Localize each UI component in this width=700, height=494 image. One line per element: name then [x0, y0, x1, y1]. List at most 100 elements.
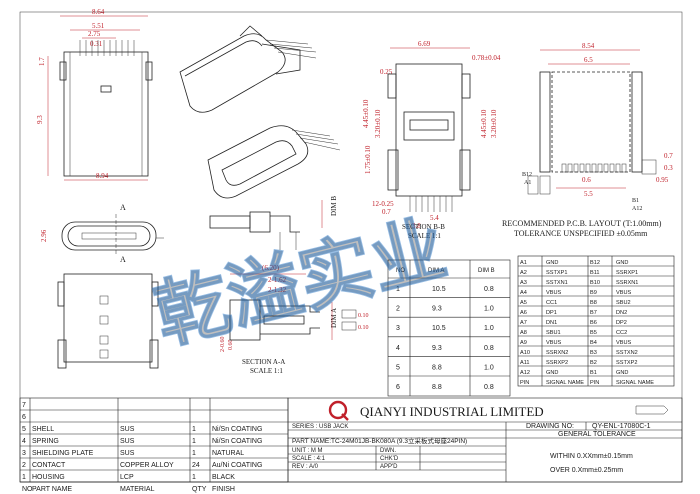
- bom-cell: 7: [22, 402, 26, 409]
- pin-table-cell: SBU1: [546, 330, 561, 336]
- dim-table-cell: 1.0: [484, 325, 494, 332]
- pin-table-cell: B9: [590, 290, 597, 296]
- dim-031: 0.31: [90, 40, 103, 48]
- pin-table-cell: DN1: [546, 320, 557, 326]
- dim-table-cell: 6: [396, 384, 400, 391]
- dim-table-cell: 4: [396, 345, 400, 352]
- aa-dim-162: 2-1.62: [268, 276, 287, 284]
- bom-cell: Ni/Sn COATING: [212, 426, 262, 433]
- dim-b-label-side: DIM B: [330, 196, 338, 216]
- pin-table-cell: B4: [590, 340, 597, 346]
- dim-894: 8.94: [96, 172, 109, 180]
- dim-54: 5.4: [430, 214, 439, 222]
- bom-cell: 4: [22, 438, 26, 445]
- dim-275: 2.75: [88, 30, 101, 38]
- dim-12-025: 12-0.25: [372, 200, 394, 208]
- dim-table-cell: 0.8: [484, 286, 494, 293]
- pin-table-cell: VBUS: [616, 340, 632, 346]
- bom-cell: SUS: [120, 426, 135, 433]
- section-bb: 6.69 0.78±0.04 0.25 4.45±0.10 3.20±0.10 …: [362, 40, 501, 240]
- dim-320-right: 3.20±0.10: [490, 109, 498, 138]
- pin-table-cell: B12: [590, 260, 600, 266]
- scale: SCALE : 4:1: [292, 456, 326, 462]
- section-mark-a-bottom: A: [120, 255, 126, 264]
- pin-table-cell: A5: [520, 300, 527, 306]
- pin-table-cell: GND: [546, 260, 558, 266]
- section-bb-title: SECTION B-B: [402, 223, 445, 231]
- pin-table-cell: A3: [520, 280, 527, 286]
- section-bb-scale: SCALE 1:1: [408, 232, 441, 240]
- aa-dim-132: 2-1.32: [268, 286, 287, 294]
- pin-table-cell: A2: [520, 270, 527, 276]
- pcb-dim-07: 0.7: [664, 152, 673, 160]
- front-view: A A 2.96: [40, 203, 164, 264]
- pin-table-cell: SSRXP1: [616, 270, 638, 276]
- section-aa-scale: SCALE 1:1: [250, 367, 283, 375]
- isometric-views: [179, 25, 341, 199]
- pin-table-cell: A11: [520, 360, 530, 366]
- dim-table-cell: 8.8: [432, 384, 442, 391]
- pin-table-cell: B11: [590, 270, 600, 276]
- dim-table-cell: 3: [396, 325, 400, 332]
- pin-table-cell: B8: [590, 300, 597, 306]
- pin-table-cell: SSTXN2: [616, 350, 638, 356]
- watermark-text: 乾溢实业: [147, 206, 454, 358]
- dim-table-cell: 8.8: [432, 364, 442, 371]
- pcb-label-a12: A12: [632, 206, 642, 212]
- title-block: QIANYI INDUSTRIAL LIMITED DRAWING NO: QY…: [287, 397, 683, 483]
- dim-93: 9.3: [36, 115, 44, 124]
- pin-table-cell: B1: [590, 370, 597, 376]
- pin-table-cell: A1: [520, 260, 527, 266]
- pcb-tolerance: TOLERANCE UNSPECIFIED ±0.05mm: [514, 229, 648, 238]
- projection-symbol-icon: [635, 405, 669, 415]
- company-logo-icon: [328, 400, 349, 421]
- dim-296: 2.96: [40, 229, 48, 242]
- dim-table-header-no: NO: [396, 268, 405, 274]
- pcb-layout-title: RECOMMENDED P.C.B. LAYOUT (T:1.00mm): [502, 219, 662, 228]
- side-view: [57, 273, 159, 369]
- dim-table-cell: 1.0: [484, 364, 494, 371]
- dim-078: 0.78±0.04: [472, 54, 501, 62]
- section-mark-a-top: A: [120, 203, 126, 212]
- dim-175: 1.75±0.10: [364, 145, 372, 174]
- pcb-label-b12: B12: [522, 172, 532, 178]
- bom-cell: SPRING: [32, 438, 59, 445]
- tolerance-1: WITHIN 0.XXmm±0.15mm: [550, 453, 633, 460]
- bom-cell: SHIELDING PLATE: [32, 450, 94, 457]
- top-view: 8.64 5.51 2.75 0.31 1.7 9.3 8.94: [36, 8, 153, 181]
- pin-table-cell: DP1: [546, 310, 557, 316]
- bom-cell: 1: [192, 426, 196, 433]
- pin-table-footer-cell: PIN: [520, 380, 529, 386]
- bom-cell: 1: [22, 474, 26, 481]
- pin-table-cell: SSTXP1: [546, 270, 567, 276]
- aa-dim-a-label: DIM A: [330, 308, 338, 328]
- pcb-dim-854: 8.54: [582, 42, 595, 50]
- pin-table-cell: GND: [546, 370, 558, 376]
- pin-table-footer-cell: SIGNAL NAME: [616, 380, 654, 386]
- dim-table-cell: 9.3: [432, 345, 442, 352]
- pcb-dim-03: 0.3: [664, 164, 673, 172]
- pin-table-cell: B6: [590, 320, 597, 326]
- dim-38: 3.8: [412, 222, 421, 230]
- pin-table-cell: B7: [590, 310, 597, 316]
- dwn-label: DWN.: [380, 448, 396, 454]
- company-name: QIANYI INDUSTRIAL LIMITED: [360, 404, 544, 419]
- dim-320-left: 3.20±0.10: [374, 109, 382, 138]
- dim-864: 8.64: [92, 8, 105, 16]
- watermark: 乾溢实业: [146, 205, 455, 359]
- side-profile: [209, 211, 300, 250]
- pin-table-cell: CC1: [546, 300, 557, 306]
- pin-table-cell: GND: [616, 260, 628, 266]
- aa-tol-1: 0.10: [358, 313, 369, 319]
- pin-table-cell: SSTXP2: [616, 360, 637, 366]
- pin-table-cell: B5: [590, 330, 597, 336]
- dim-table-cell: 0.8: [484, 345, 494, 352]
- bom-cell: 2: [22, 462, 26, 469]
- pin-table-cell: A9: [520, 340, 527, 346]
- dim-551: 5.51: [92, 22, 105, 30]
- dim-table-header-b: DIM B: [478, 268, 495, 274]
- pin-table-cell: A12: [520, 370, 530, 376]
- pcb-dim-55: 5.5: [584, 190, 593, 198]
- section-aa: (6.20) 2-1.62 2-1.32 DIM A 0.10 0.10 2-0…: [220, 264, 369, 375]
